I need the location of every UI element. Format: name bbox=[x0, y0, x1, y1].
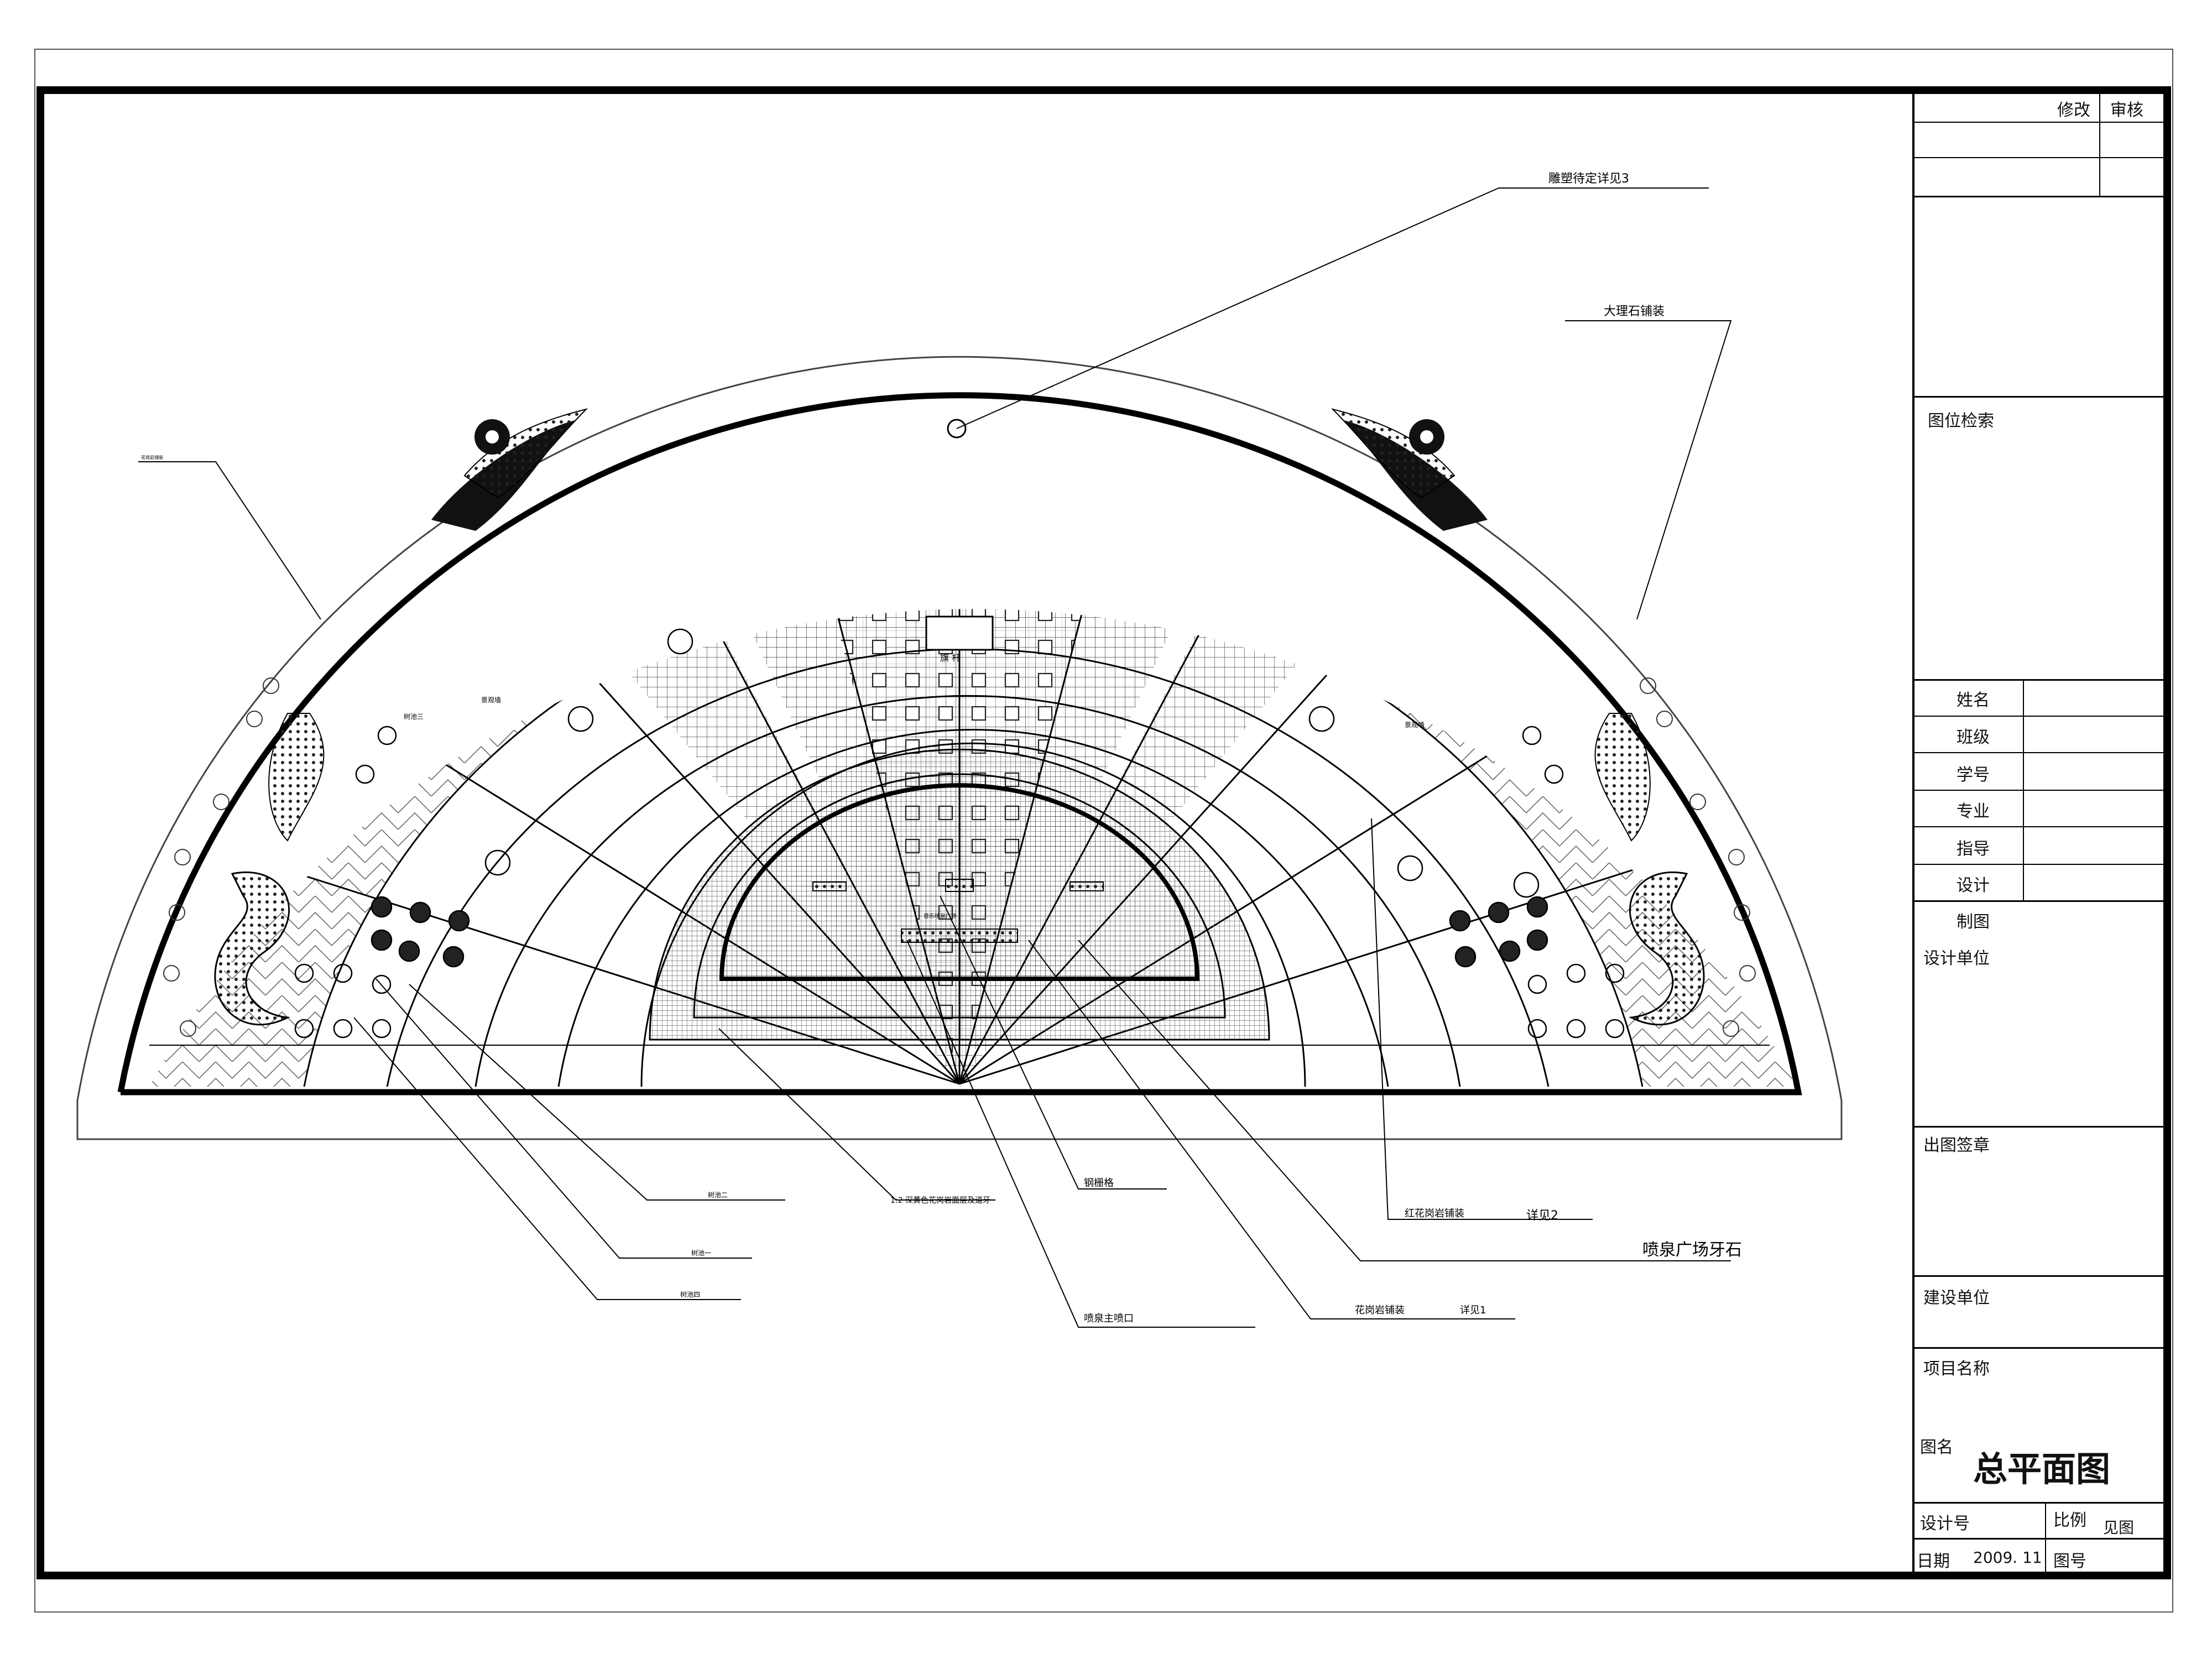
tb-client: 建设单位 bbox=[1923, 1288, 1990, 1308]
central-square-pattern bbox=[763, 609, 1150, 1084]
tb-scale-value: 见图 bbox=[2103, 1519, 2135, 1537]
fountain-pool bbox=[693, 773, 1226, 1019]
fountain-bench-right bbox=[1070, 881, 1104, 891]
drawing-frame bbox=[36, 86, 2171, 1579]
label-red-granite: 红花岗岩铺装 bbox=[1405, 1208, 1464, 1219]
mid-ring-paving bbox=[304, 609, 1642, 1087]
label-fountain-curb: 喷泉广场牙石 bbox=[1642, 1240, 1742, 1260]
tb-design: 设计 bbox=[1957, 876, 1990, 895]
tb-name: 姓名 bbox=[1957, 691, 1990, 710]
tb-class: 班级 bbox=[1957, 728, 1990, 747]
fountain-bench-left bbox=[812, 881, 847, 891]
main-arc-boundary bbox=[117, 392, 1802, 1095]
tb-drawing-no: 图号 bbox=[2053, 1552, 2086, 1571]
tb-drawing-name: 总平面图 bbox=[1973, 1449, 2111, 1489]
tb-scale-label: 比例 bbox=[2053, 1511, 2086, 1530]
tb-date-value: 2009. 11 bbox=[1973, 1548, 2042, 1567]
label-landscape-wall-right: 景观墙 bbox=[1405, 721, 1425, 729]
tb-design-no: 设计号 bbox=[1920, 1514, 1970, 1533]
label-small-note: 花岗岩铺装 bbox=[141, 455, 163, 460]
tb-drafting: 制图 bbox=[1957, 912, 1990, 932]
right-decorative-planting bbox=[1331, 408, 1705, 1026]
title-block: 修改 审核 图位检索 姓名 班级 学号 专业 指导 设计 制图 设计单位 出图签… bbox=[1912, 86, 2171, 1579]
label-granite-paving: 花岗岩铺装 bbox=[1355, 1305, 1405, 1316]
tb-drawing-name-label: 图名 bbox=[1920, 1438, 1953, 1457]
tb-revise: 修改 bbox=[2057, 101, 2090, 120]
label-tree-pool-4: 树池四 bbox=[680, 1290, 700, 1298]
label-fountain-edge-note: 1:2 深黄色花岗岩面层及道牙 bbox=[890, 1196, 990, 1205]
fountain-bench-center bbox=[945, 879, 974, 892]
label-tree-pool-1: 树池一 bbox=[691, 1249, 711, 1257]
fountain-inner-edge bbox=[719, 783, 1200, 981]
tb-design-unit: 设计单位 bbox=[1923, 949, 1990, 968]
label-sculpture: 雕塑待定详见3 bbox=[1548, 172, 1629, 186]
tb-review: 审核 bbox=[2110, 101, 2143, 120]
tb-project-name: 项目名称 bbox=[1923, 1359, 1990, 1379]
tb-major: 专业 bbox=[1957, 802, 1990, 821]
label-fountain-plaza-inner: 音乐喷泉广场 bbox=[924, 912, 957, 920]
tb-index: 图位检索 bbox=[1928, 411, 1994, 431]
label-marble: 大理石铺装 bbox=[1604, 305, 1665, 319]
label-detail-1: 详见1 bbox=[1460, 1305, 1486, 1316]
label-tree-pool-3: 树池三 bbox=[404, 712, 424, 721]
tb-issue-sign: 出图签章 bbox=[1923, 1136, 1990, 1155]
tb-date-label: 日期 bbox=[1917, 1552, 1950, 1571]
outer-sheet-border bbox=[34, 49, 2173, 1613]
label-fountain-nozzle: 喷泉主喷口 bbox=[1084, 1313, 1134, 1324]
label-flag: 旗 杆 bbox=[940, 653, 961, 663]
leader-lines bbox=[138, 187, 1732, 1328]
left-decorative-planting bbox=[214, 408, 588, 1026]
flagpole-base bbox=[925, 615, 994, 651]
label-landscape-wall-left: 景观墙 bbox=[481, 696, 501, 704]
label-steel-grate: 钢栅格 bbox=[1084, 1177, 1114, 1189]
border-shrubs bbox=[163, 677, 1756, 1037]
tb-student-no: 学号 bbox=[1957, 765, 1990, 785]
label-tree-pool-2: 树池二 bbox=[708, 1191, 728, 1199]
tree-symbols bbox=[294, 628, 1625, 1039]
outer-arc-boundary bbox=[76, 356, 1843, 1140]
tb-advisor: 指导 bbox=[1957, 839, 1990, 859]
label-detail-2: 详见2 bbox=[1526, 1209, 1558, 1223]
